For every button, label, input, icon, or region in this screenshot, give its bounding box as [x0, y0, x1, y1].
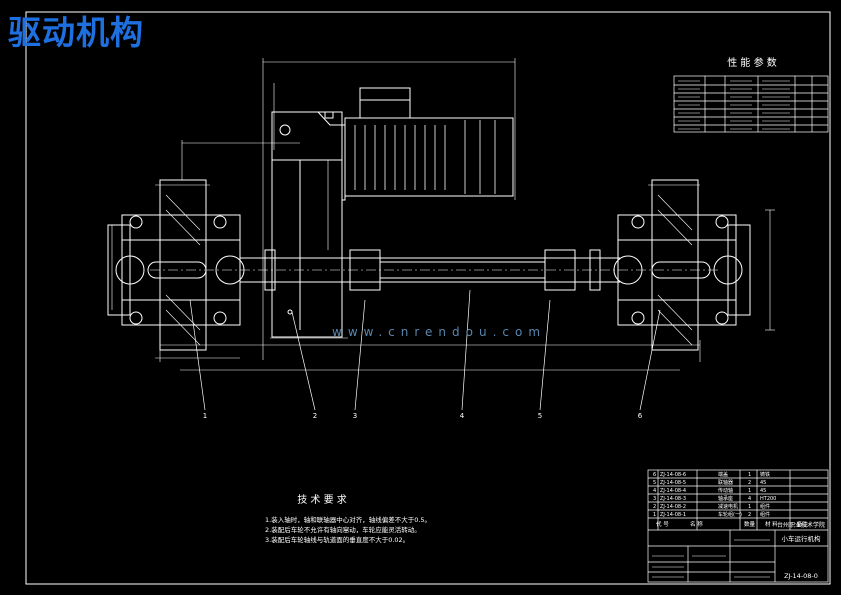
bom-cell: 45 — [760, 488, 766, 494]
balloon-5: 5 — [538, 412, 542, 420]
school-name: 台州职业技术学院 — [777, 521, 825, 529]
bom-cell: 传动轴 — [718, 487, 733, 494]
bom-cell: ZJ-14-08-3 — [660, 496, 686, 502]
drawing-number: ZJ-14-08-0 — [784, 572, 818, 580]
bom-cell: 车轮组(一) — [718, 511, 742, 518]
title-block — [647, 469, 829, 583]
bom-cell: 2 — [748, 512, 751, 518]
performance-table — [673, 75, 829, 133]
bom-header-cell: 备注 — [797, 520, 809, 528]
drive-shaft — [150, 249, 720, 291]
part-balloons: 1 2 3 4 5 6 — [203, 412, 643, 420]
bom-cell: 4 — [748, 496, 751, 502]
bom-cell: 45 — [760, 480, 766, 486]
bom-cell: 3 — [653, 496, 656, 502]
balloon-4: 4 — [460, 412, 465, 420]
motor — [344, 87, 514, 197]
bom-cell: HT200 — [760, 496, 776, 502]
bom-header-cell: 名 称 — [690, 520, 703, 528]
drawing-frame — [25, 11, 831, 585]
balloon-6: 6 — [638, 412, 643, 420]
bom-cell: 铸铁 — [760, 471, 770, 478]
bom-cell: 减速电机 — [718, 503, 738, 510]
bom-cell: 1 — [748, 488, 751, 494]
bom-cell: 6 — [653, 472, 656, 478]
overlay-title: 驱动机构 — [8, 13, 144, 52]
bom-cell: 1 — [748, 472, 751, 478]
right-wheel-assembly — [613, 179, 751, 351]
reducer-body — [271, 111, 346, 338]
bom-cell: ZJ-14-08-5 — [660, 480, 686, 486]
balloon-2: 2 — [313, 412, 317, 420]
bom-cell: ZJ-14-08-4 — [660, 488, 686, 494]
bom-header-cell: 数量 — [744, 520, 756, 528]
bom-cell: 2 — [748, 480, 751, 486]
watermark: www.cnrendou.com — [332, 325, 547, 339]
bom-cell: 5 — [653, 480, 656, 486]
bom-cell: 1 — [748, 504, 751, 510]
bom-header-cell: 材 料 — [765, 520, 778, 528]
bom-cell: 联轴器 — [718, 479, 733, 486]
title-block-marks — [652, 539, 770, 578]
bom-cell: ZJ-14-08-1 — [660, 512, 686, 518]
tech-req-3: 3.装配后车轮轴线与轨道面的垂直度不大于0.02。 — [265, 535, 409, 544]
bom-cell: ZJ-14-08-2 — [660, 504, 686, 510]
dimension-lines — [111, 58, 775, 371]
bom-header-cell: 代 号 — [656, 520, 669, 528]
bom-cell: 轴承座 — [718, 495, 733, 502]
left-wheel-assembly — [107, 179, 245, 351]
bom-cell: 4 — [653, 488, 656, 494]
bom-cell: 2 — [653, 504, 656, 510]
tech-requirements-title: 技 术 要 求 — [297, 493, 347, 506]
bom-cell: 端盖 — [718, 471, 728, 478]
leader-lines — [189, 289, 661, 411]
tech-req-1: 1.装入轴时，轴和联轴器中心对齐，轴线偏差不大于0.5。 — [265, 515, 431, 524]
performance-title: 性 能 参 数 — [727, 56, 777, 69]
bom-cell: 1 — [653, 512, 656, 518]
balloon-1: 1 — [203, 412, 207, 420]
tech-req-2: 2.装配后车轮不允许有轴向窜动，车轮应能灵活转动。 — [265, 525, 421, 534]
bom-cell: 组件 — [760, 511, 770, 518]
bom-cell: 组件 — [760, 503, 770, 510]
balloon-3: 3 — [353, 412, 357, 420]
bom-cell: ZJ-14-08-6 — [660, 472, 686, 478]
drawing-name: 小车运行机构 — [782, 534, 822, 543]
performance-table-text — [678, 80, 790, 130]
